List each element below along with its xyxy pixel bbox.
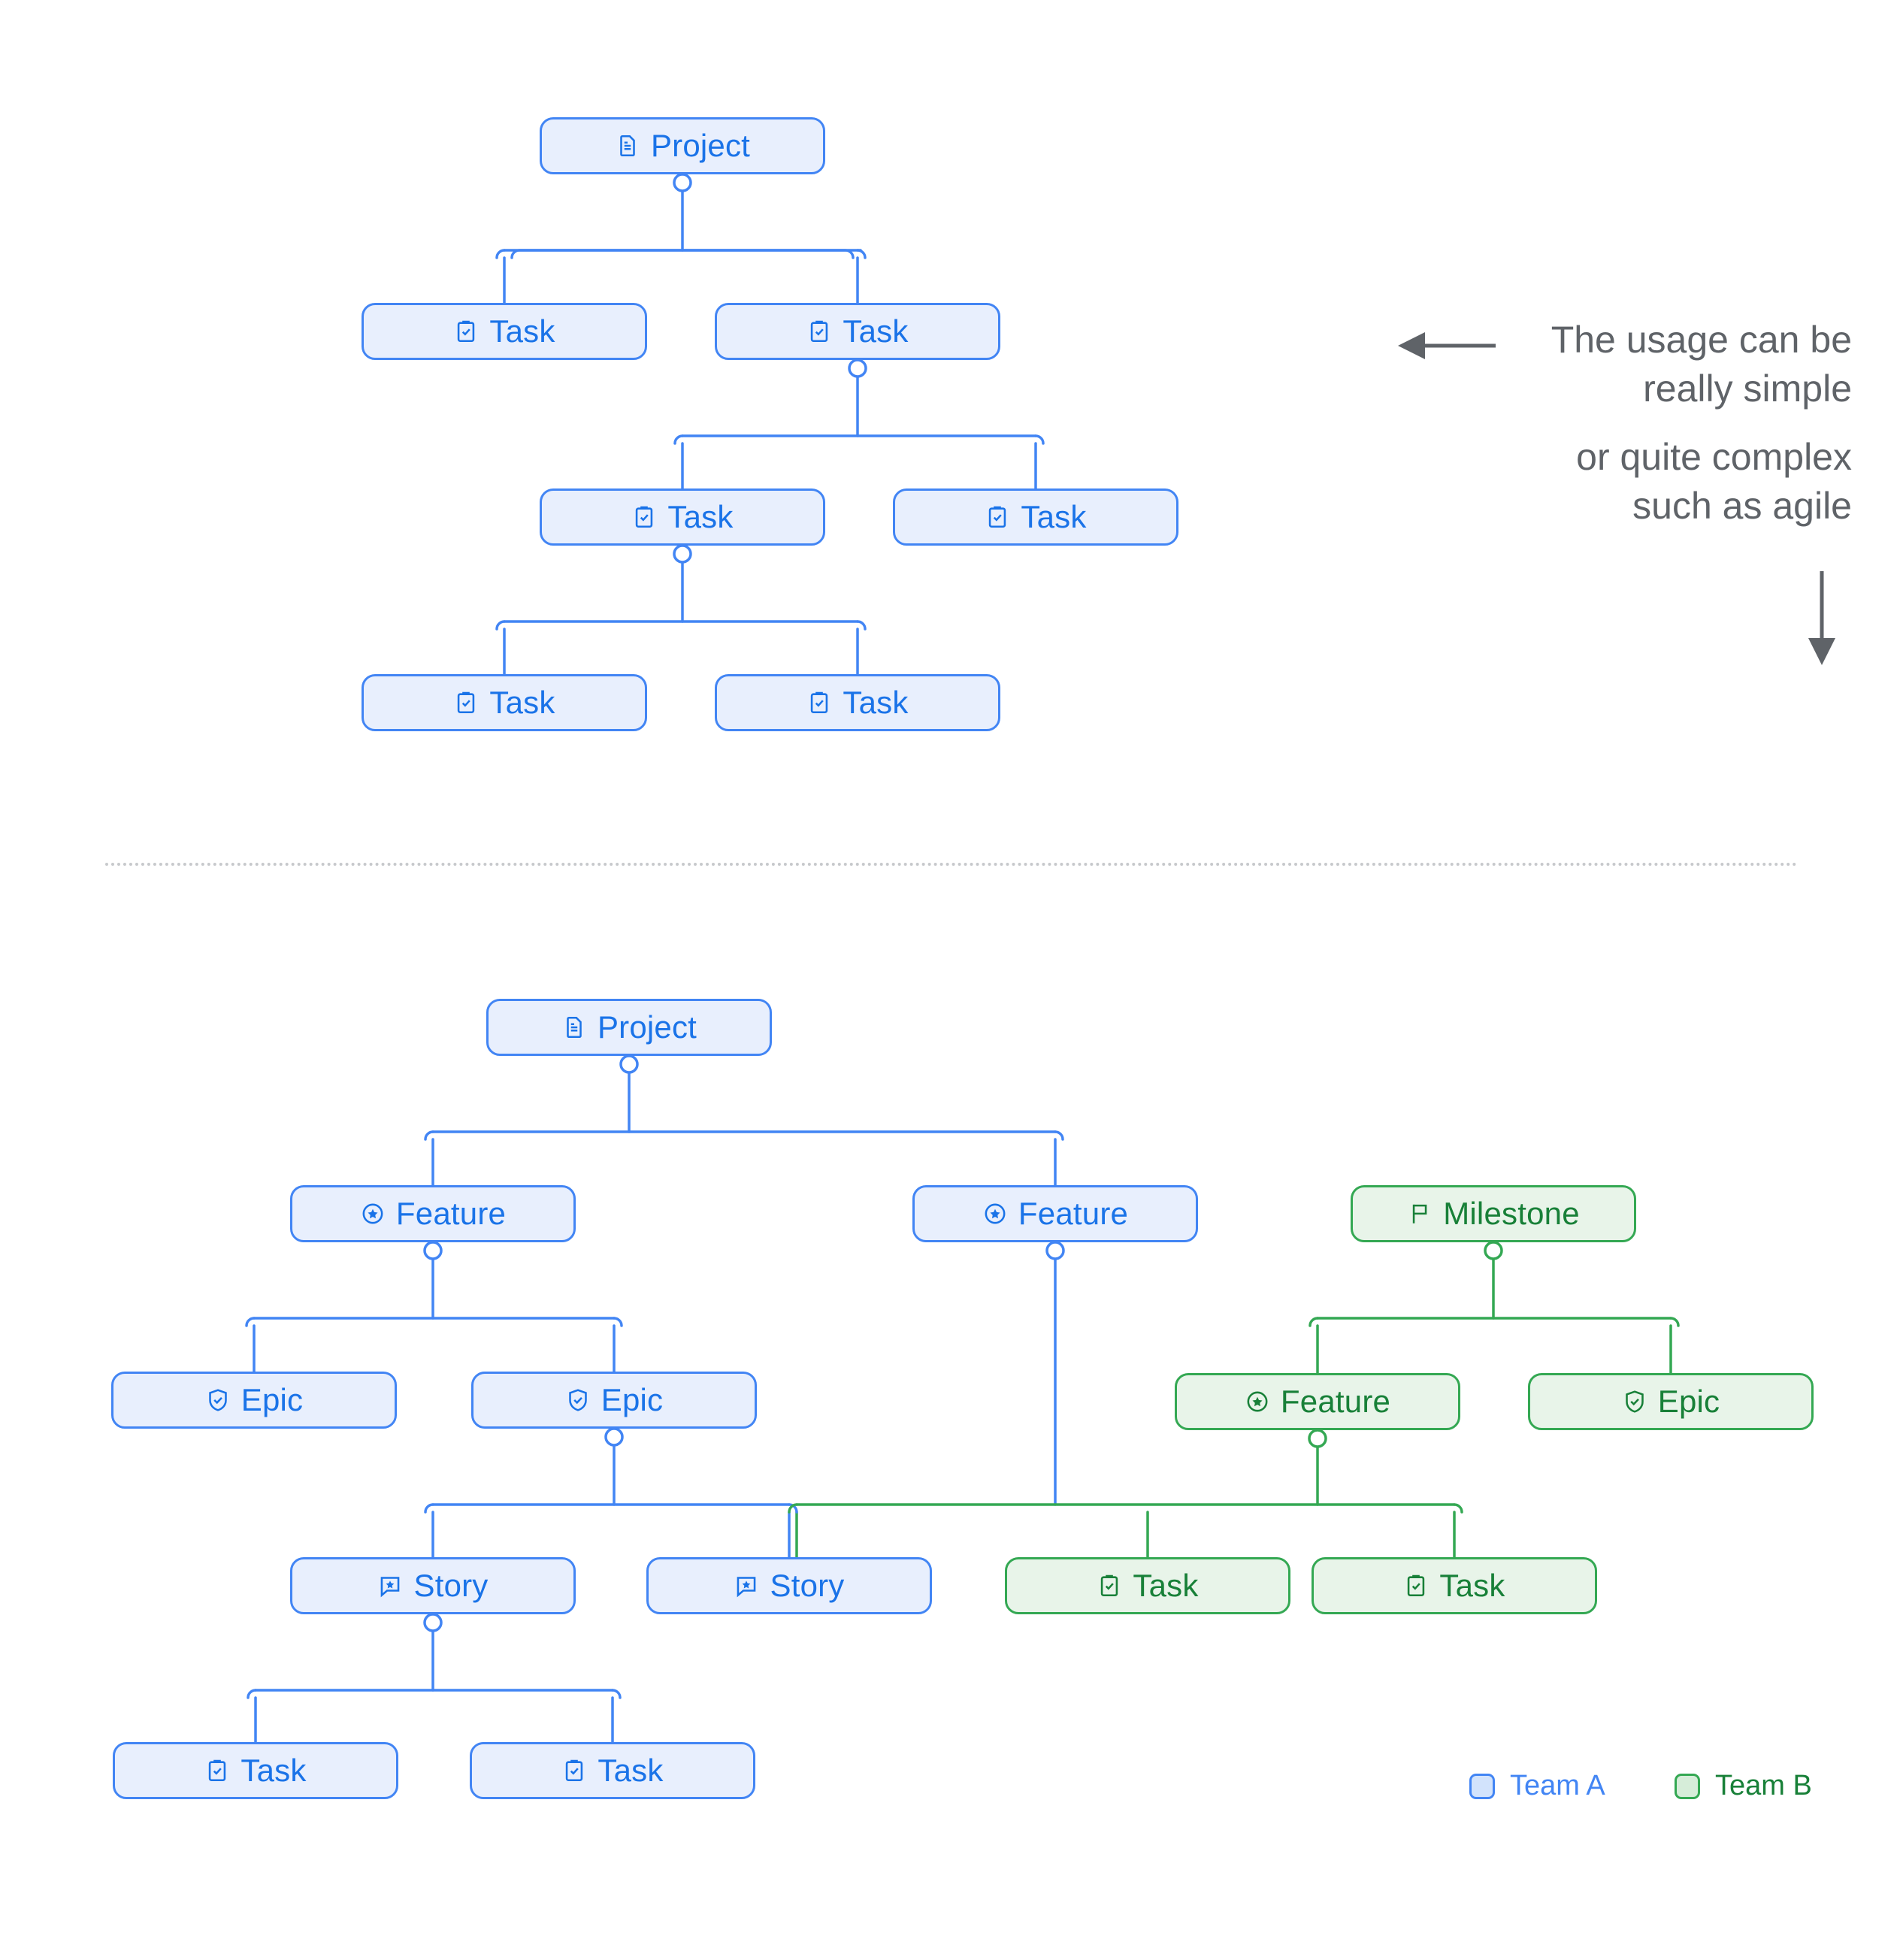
edge-corners-blue [245,249,1064,1699]
task-icon [453,690,479,715]
task-icon [453,319,479,344]
down-arrow-icon [1808,571,1835,665]
node-label: Task [241,1753,307,1788]
feature-icon [360,1201,386,1227]
node-t-task-5[interactable]: Task [362,674,647,731]
feature-icon [1245,1389,1270,1414]
node-a-epic-1[interactable]: Epic [111,1372,397,1429]
node-label: Project [650,128,751,163]
legend-swatch-team-a [1469,1773,1495,1799]
legend-item-team-b: Team B [1675,1770,1812,1802]
node-t-task-2[interactable]: Task [715,303,1000,360]
epic-icon [565,1387,591,1413]
left-arrow-icon [1398,332,1496,359]
node-label: Epic [241,1382,304,1417]
story-icon [734,1573,759,1599]
node-label: Task [489,685,555,720]
section-divider [105,863,1798,866]
node-a-feature-2[interactable]: Feature [912,1185,1198,1242]
node-a-task-g1[interactable]: Task [1005,1557,1290,1614]
node-a-epic-2[interactable]: Epic [471,1372,757,1429]
node-t-task-1[interactable]: Task [362,303,647,360]
task-icon [806,690,832,715]
story-icon [377,1573,403,1599]
annotation-line-2: really simple [1643,368,1852,410]
node-label: Task [667,499,734,534]
legend-label-team-b: Team B [1715,1770,1812,1801]
node-label: Story [770,1568,845,1603]
node-a-task-b1[interactable]: Task [113,1742,398,1799]
legend-item-team-a: Team A [1469,1770,1605,1802]
node-a-task-b2[interactable]: Task [470,1742,755,1799]
node-label: Feature [1280,1384,1391,1419]
legend-swatch-team-b [1675,1773,1700,1799]
node-a-task-g2[interactable]: Task [1312,1557,1597,1614]
document-icon [561,1015,587,1040]
node-label: Epic [1657,1384,1720,1419]
task-icon [561,1758,587,1783]
milestone-icon [1407,1201,1433,1227]
task-icon [985,504,1010,530]
node-label: Task [1021,499,1087,534]
node-label: Project [597,1009,697,1045]
annotation-line-1: The usage can be [1551,319,1852,361]
task-icon [204,1758,230,1783]
node-label: Task [1439,1568,1505,1603]
task-icon [1403,1573,1429,1599]
node-label: Epic [601,1382,664,1417]
node-label: Feature [395,1196,507,1231]
edges-simple-tree [503,181,1037,676]
task-icon [1097,1573,1122,1599]
node-label: Story [413,1568,489,1603]
node-t-task-3[interactable]: Task [540,488,825,546]
node-label: Task [843,313,909,349]
node-a-project[interactable]: Project [486,999,772,1056]
legend-label-team-a: Team A [1510,1770,1605,1801]
task-icon [631,504,657,530]
epic-icon [1622,1389,1647,1414]
node-t-task-6[interactable]: Task [715,674,1000,731]
node-t-project[interactable]: Project [540,117,825,174]
node-label: Feature [1018,1196,1129,1231]
node-a-milestone[interactable]: Milestone [1351,1185,1636,1242]
node-a-story-1[interactable]: Story [290,1557,576,1614]
node-label: Task [1133,1568,1199,1603]
node-a-epic-3[interactable]: Epic [1528,1373,1814,1430]
node-t-task-4[interactable]: Task [893,488,1178,546]
node-a-feature-3[interactable]: Feature [1175,1373,1460,1430]
node-label: Task [598,1753,664,1788]
node-label: Task [843,685,909,720]
document-icon [615,133,640,159]
node-label: Task [489,313,555,349]
annotation-line-4: such as agile [1632,485,1852,527]
task-icon [806,319,832,344]
node-a-feature-1[interactable]: Feature [290,1185,576,1242]
node-a-story-2[interactable]: Story [646,1557,932,1614]
annotation-line-3: or quite complex [1576,436,1852,478]
annotation-text: The usage can be really simple or quite … [1551,316,1852,531]
epic-icon [205,1387,231,1413]
feature-icon [982,1201,1008,1227]
node-label: Milestone [1443,1196,1580,1231]
